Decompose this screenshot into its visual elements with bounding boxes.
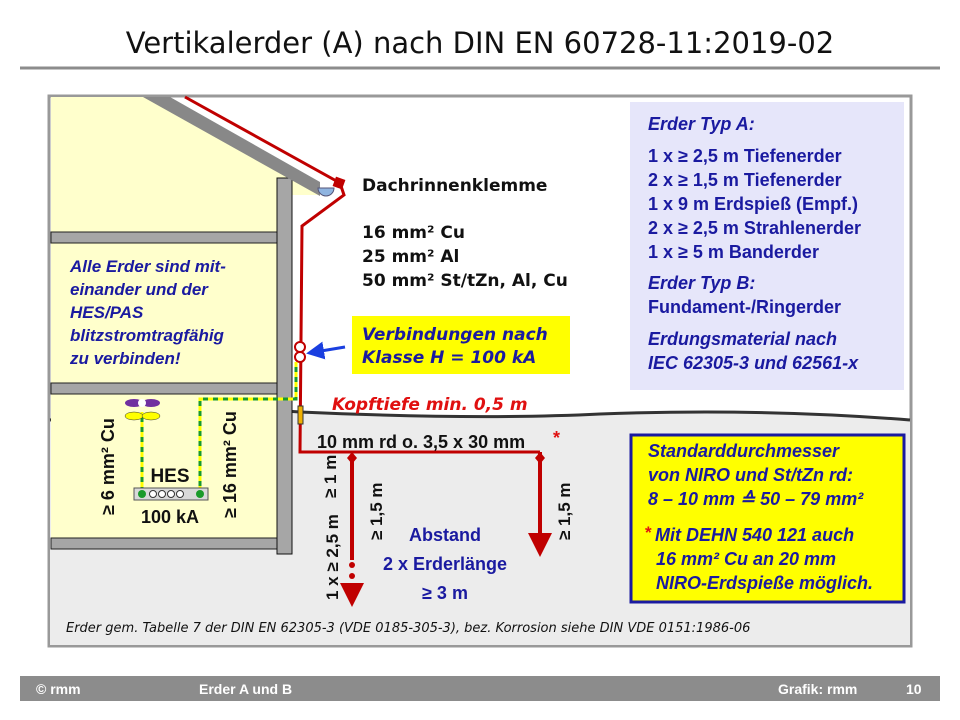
material-item: 16 mm² Cu	[362, 223, 465, 243]
hes-rating: 100 kA	[141, 507, 199, 527]
gutter-clamp	[332, 176, 346, 190]
cu16-label: ≥ 16 mm² Cu	[220, 411, 240, 518]
typ-a-item: 1 x ≥ 5 m Banderder	[648, 242, 819, 262]
standard-content: Standarddurchmesser von NIRO und St/tZn …	[648, 441, 873, 593]
roof	[143, 97, 320, 196]
alle-erder-note: Alle Erder sind mit- einander und der HE…	[69, 257, 226, 368]
material-list: 16 mm² Cu 25 mm² Al 50 mm² St/tZn, Al, C…	[362, 223, 568, 291]
standard-box	[629, 433, 906, 604]
connector-icon	[294, 351, 306, 363]
dot	[349, 562, 355, 568]
hes-busbar	[133, 487, 209, 501]
verbindungen-box	[352, 316, 570, 374]
hes-label: HES	[150, 466, 189, 487]
junction	[535, 452, 545, 464]
typ-a-item: 1 x ≥ 2,5 m Tiefenerder	[648, 146, 842, 166]
erder-typ-box	[630, 102, 904, 390]
typ-a-list: 1 x ≥ 2,5 m Tiefenerder 2 x ≥ 1,5 m Tief…	[648, 146, 861, 317]
typ-a-item: 2 x ≥ 1,5 m Tiefenerder	[648, 170, 842, 190]
std-note: Mit DEHN 540 121 auch	[650, 525, 854, 545]
conductor-label: 10 mm rd o. 3,5 x 30 mm	[317, 432, 525, 452]
std-note: 16 mm² Cu an 20 mm	[656, 549, 836, 569]
abstand-line: ≥ 3 m	[422, 583, 468, 603]
junction	[347, 452, 357, 464]
material-line: Erdungsmaterial nach	[648, 329, 837, 349]
gutter	[317, 187, 335, 197]
abstand-line: Abstand	[409, 525, 481, 545]
footnote: Erder gem. Tabelle 7 der DIN EN 62305-3 …	[66, 621, 750, 636]
lightning-conductor	[184, 95, 552, 607]
arrow-icon	[306, 341, 346, 360]
connector-icon	[294, 341, 306, 353]
antenna-icon	[124, 399, 161, 421]
page-number: 10	[906, 681, 922, 697]
std-line: Standarddurchmesser	[648, 441, 840, 461]
kopftiefe-label: Kopftiefe min. 0,5 m	[332, 395, 528, 415]
dot	[349, 573, 355, 579]
note-line: blitzstromtragfähig	[70, 326, 225, 345]
note-line: einander und der	[70, 280, 209, 299]
footer-topic: Erder A und B	[199, 681, 292, 697]
slide-title: Vertikalerder (A) nach DIN EN 60728-11:2…	[126, 26, 835, 60]
std-note: NIRO-Erdspieße möglich.	[656, 573, 873, 593]
footer-bar	[20, 676, 940, 701]
asterisk: *	[553, 428, 560, 448]
material-line: IEC 62305-3 und 62561-x	[648, 353, 859, 373]
footer-copyright: © rmm	[36, 681, 81, 697]
std-line: von NIRO und St/tZn rd:	[648, 465, 853, 485]
ge-1m-label: ≥ 1 m	[321, 455, 340, 498]
depth-label: 1 x ≥ 2,5 m	[323, 514, 342, 600]
footer-credit: Grafik: rmm	[778, 681, 857, 697]
typ-a-heading: Erder Typ A:	[648, 114, 755, 134]
note-line: HES/PAS	[70, 303, 144, 322]
depth-label: ≥ 1,5 m	[367, 482, 386, 540]
erder-typ-content: Erder Typ A:	[648, 114, 755, 134]
dachrinnenklemme-label: Dachrinnenklemme	[362, 176, 547, 196]
material-item: 25 mm² Al	[362, 247, 459, 267]
std-line: 8 – 10 mm ≙ 50 – 79 mm²	[648, 489, 864, 509]
abstand-line: 2 x Erderlänge	[383, 554, 507, 574]
abstand-label: Abstand 2 x Erderlänge ≥ 3 m	[383, 525, 507, 603]
typ-b-heading: Erder Typ B:	[648, 273, 755, 293]
material-item: 50 mm² St/tZn, Al, Cu	[362, 271, 568, 291]
asterisk: *	[645, 523, 652, 542]
cu6-label: ≥ 6 mm² Cu	[98, 418, 118, 515]
verbindungen-line: Verbindungen nach	[362, 325, 548, 345]
house	[50, 97, 335, 555]
typ-a-item: 2 x ≥ 2,5 m Strahlenerder	[648, 218, 861, 238]
note-line: zu verbinden!	[69, 349, 181, 368]
verbindungen-line: Klasse H = 100 kA	[362, 348, 536, 368]
typ-a-item: 1 x 9 m Erdspieß (Empf.)	[648, 194, 858, 214]
typ-b-item: Fundament-/Ringerder	[648, 297, 841, 317]
note-line: Alle Erder sind mit-	[69, 257, 226, 276]
separation-point	[297, 405, 304, 425]
equipotential-lines	[140, 362, 298, 493]
depth-label: ≥ 1,5 m	[555, 482, 574, 540]
